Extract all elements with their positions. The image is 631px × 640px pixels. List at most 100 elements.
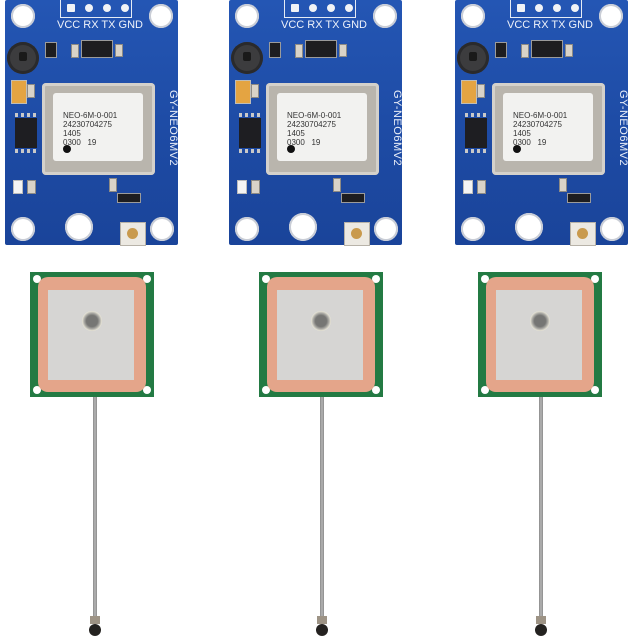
antenna-hole [372,386,380,394]
mounting-hole [599,4,623,28]
antenna-hole [481,386,489,394]
pin-tx [103,4,111,12]
mounting-hole [515,213,543,241]
ufl-plug-icon [535,616,547,636]
pin-vcc [67,4,75,12]
antenna-hole [591,275,599,283]
antenna-hole [143,386,151,394]
eeprom-chip [15,113,37,153]
ufl-plug-icon [89,616,101,636]
antenna-hole [33,275,41,283]
mounting-hole [374,217,398,241]
pin1-dot [63,145,71,153]
smd-component [333,178,341,192]
pin-gnd [121,4,129,12]
smd-component [339,44,347,57]
smd-component [251,180,260,194]
regulator-chip [305,40,337,58]
pin-tx [327,4,335,12]
led-indicator [463,180,473,194]
smd-component [565,44,573,57]
gps-module-2: VCC RX TX GND NEO-6M-0-001 24230704275 1… [229,0,403,246]
mounting-hole [461,217,485,241]
mounting-hole [373,4,397,28]
ufl-connector-icon [120,222,146,246]
smd-component [477,180,486,194]
mounting-hole [65,213,93,241]
feed-point-icon [530,310,550,331]
board-label: GY-NEO6MV2 [617,89,629,167]
eeprom-chip [239,113,261,153]
antenna-hole [262,386,270,394]
pin-labels: VCC RX TX GND [281,19,367,31]
pin1-dot [287,145,295,153]
pin1-dot [513,145,521,153]
mounting-hole [461,4,485,28]
pin-gnd [571,4,579,12]
smd-component [295,44,303,58]
silver-electrode [277,290,363,380]
smd-component [269,42,281,58]
led-indicator [237,180,247,194]
antenna-hole [591,386,599,394]
ufl-plug-icon [316,616,328,636]
gps-chip-shield: NEO-6M-0-001 24230704275 1405 0300 19 [492,83,605,175]
battery-icon [457,42,489,74]
ufl-connector-icon [344,222,370,246]
silver-electrode [48,290,134,380]
coax-cable [539,397,543,622]
pin-gnd [345,4,353,12]
ceramic-patch [38,277,146,392]
antenna-hole [262,275,270,283]
smd-component [117,193,141,203]
smd-component [27,180,36,194]
antenna-hole [33,386,41,394]
pin-rx [535,4,543,12]
smd-component [341,193,365,203]
smd-component [115,44,123,57]
pin-rx [85,4,93,12]
patch-antenna-3 [478,272,602,397]
mounting-hole [11,217,35,241]
mounting-hole [11,4,35,28]
tantalum-capacitor [11,80,27,104]
mounting-hole [150,217,174,241]
gps-module-3: VCC RX TX GND NEO-6M-0-001 24230704275 1… [455,0,629,246]
silver-electrode [496,290,582,380]
battery-icon [231,42,263,74]
chip-text: NEO-6M-0-001 24230704275 1405 0300 19 [287,111,342,147]
smd-component [27,84,35,98]
chip-label: NEO-6M-0-001 24230704275 1405 0300 19 [503,93,593,161]
regulator-chip [531,40,563,58]
coax-cable [93,397,97,622]
gps-chip-shield: NEO-6M-0-001 24230704275 1405 0300 19 [42,83,155,175]
antenna-hole [372,275,380,283]
eeprom-chip [465,113,487,153]
patch-antenna-2 [259,272,383,397]
smd-component [71,44,79,58]
feed-point-icon [82,310,102,331]
smd-component [559,178,567,192]
mounting-hole [235,217,259,241]
board-label: GY-NEO6MV2 [167,89,179,167]
ufl-connector-icon [570,222,596,246]
mounting-hole [235,4,259,28]
pin-vcc [517,4,525,12]
tantalum-capacitor [461,80,477,104]
patch-antenna-1 [30,272,154,397]
smd-component [251,84,259,98]
tantalum-capacitor [235,80,251,104]
pin-labels: VCC RX TX GND [57,19,143,31]
chip-label: NEO-6M-0-001 24230704275 1405 0300 19 [53,93,143,161]
smd-component [109,178,117,192]
led-indicator [13,180,23,194]
smd-component [45,42,57,58]
pin-labels: VCC RX TX GND [507,19,593,31]
antenna-hole [143,275,151,283]
coax-cable [320,397,324,622]
battery-icon [7,42,39,74]
feed-point-icon [311,310,331,331]
pin-vcc [291,4,299,12]
mounting-hole [600,217,624,241]
gps-chip-shield: NEO-6M-0-001 24230704275 1405 0300 19 [266,83,379,175]
